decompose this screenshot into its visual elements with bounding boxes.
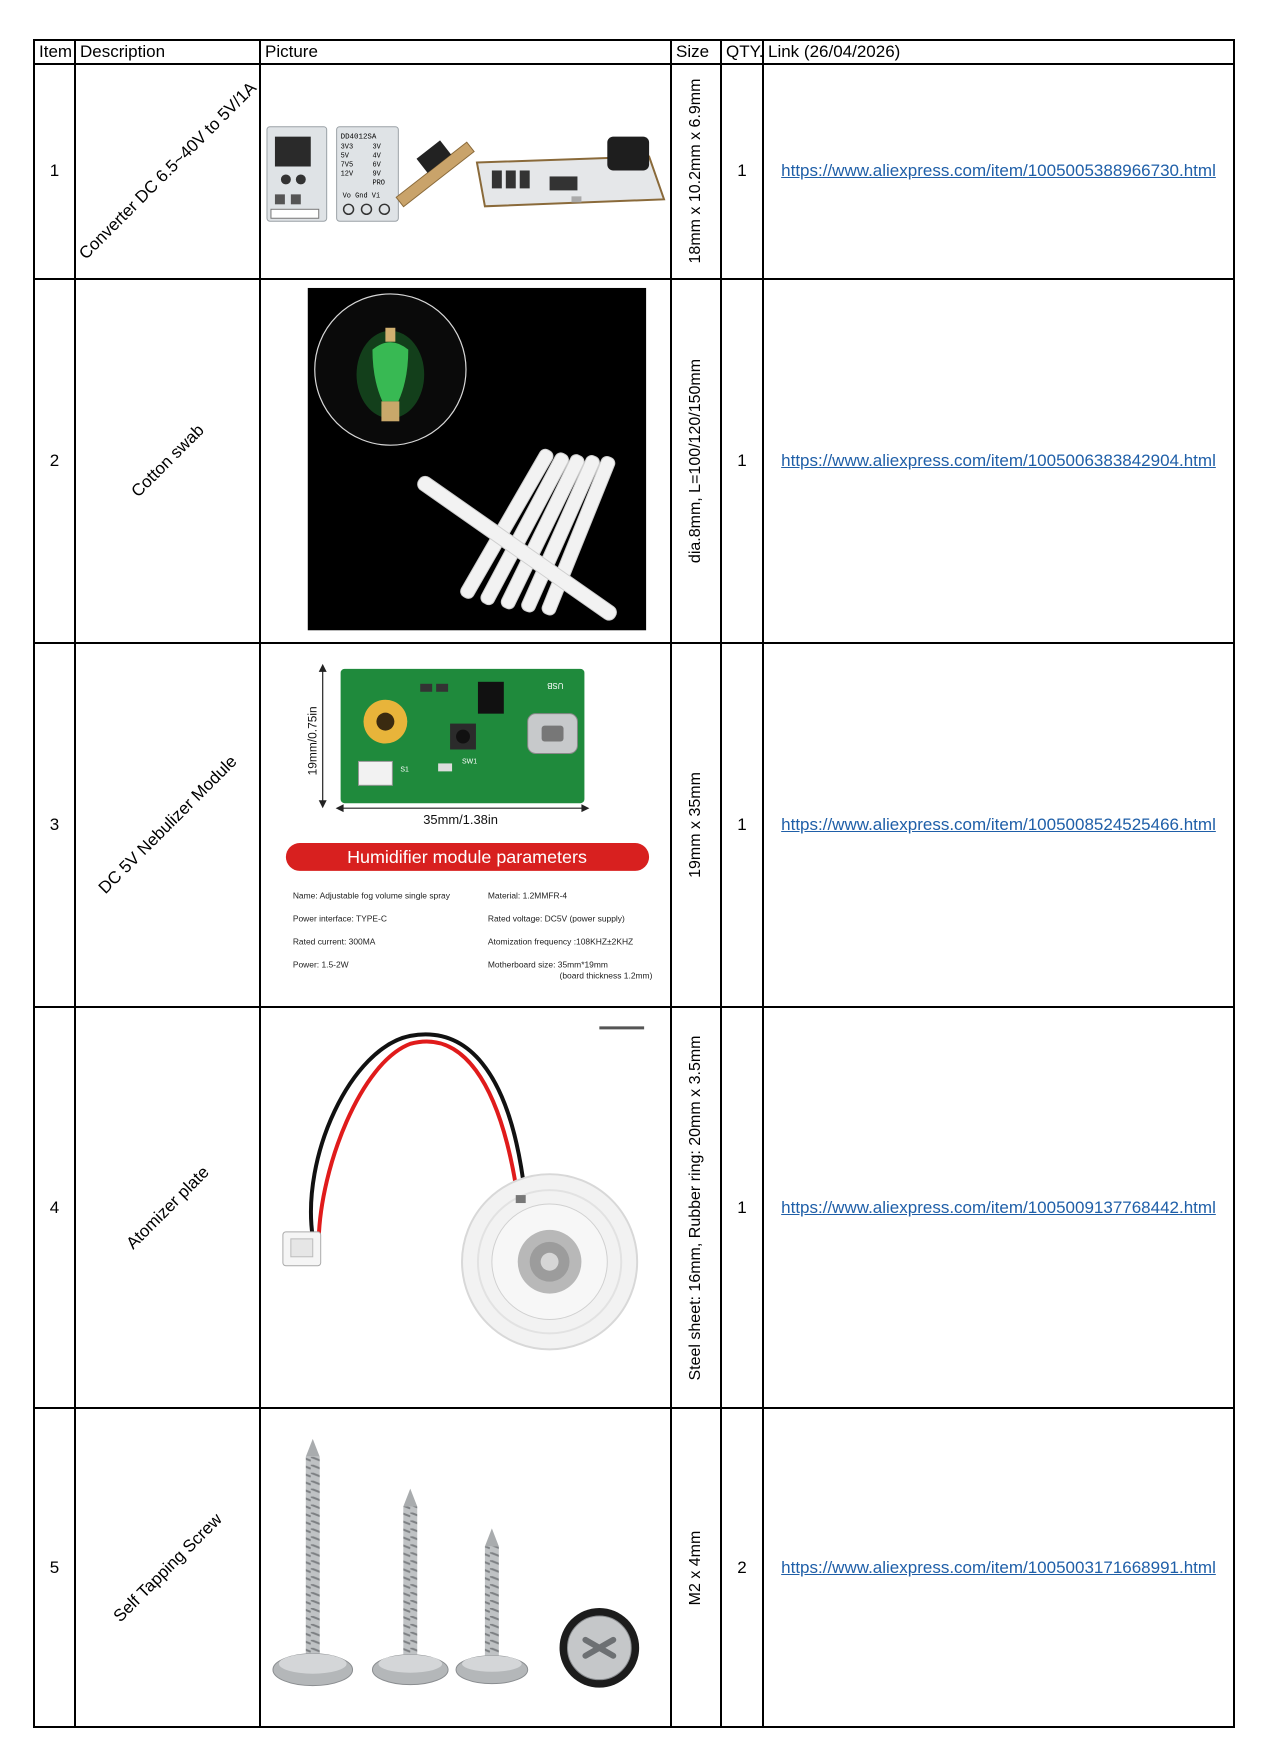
atomizer-plate-icon [282,1026,645,1351]
product-link[interactable]: https://www.aliexpress.com/item/10050091… [781,1197,1216,1217]
item-description: Self Tapping Screw [74,1407,261,1728]
description-text: Cotton swab [127,420,208,501]
bom-table: Item Description Picture Size QTY. Link … [33,39,1235,1728]
spec-right-1: Material: 1.2MMFR-4 [488,891,568,901]
header-link: Link (26/04/2026) [762,39,1235,65]
dim-width-label: 35mm/1.38in [423,812,498,827]
item-qty: 2 [720,1407,764,1728]
spec-left-4: Power: 1.5-2W [293,960,349,970]
item-description: Converter DC 6.5~40V to 5V/1A [74,63,261,280]
item-number: 2 [33,277,76,645]
dim-height-label: 19mm/0.75in [306,707,320,776]
item-picture [259,1407,672,1728]
description-text: Atomizer plate [122,1162,213,1253]
item-picture: DD4012SA 3V3 5V 7V5 12V 3V 4V 6V 9V PRO … [259,63,672,280]
converter-label-3v: 3V [372,144,381,152]
description-text: Self Tapping Screw [109,1509,226,1626]
item-description: Cotton swab [74,277,261,645]
item-picture: USB SW1 S1 19mm/0.75in 35mm/1.38in Humid… [259,642,672,1009]
item-qty: 1 [720,642,764,1009]
item-size: dia.8mm, L=100/120/150mm [670,277,722,645]
converter-label-pins: Vo Gnd Vi [343,192,381,200]
header-picture: Picture [259,39,672,65]
description-text: Converter DC 6.5~40V to 5V/1A [75,78,260,264]
board-label-sw1: SW1 [462,759,477,766]
header-qty: QTY. [720,39,764,65]
table-row: 2 Cotton swab [33,277,1235,645]
banner-text: Humidifier module parameters [347,847,587,867]
size-text: 18mm x 10.2mm x 6.9mm [687,79,704,264]
dc-converter-board-icon: DD4012SA 3V3 5V 7V5 12V 3V 4V 6V 9V PRO … [266,126,666,222]
item-picture [259,1006,672,1410]
size-text: Steel sheet: 16mm, Rubber ring: 20mm x 3… [687,1035,704,1381]
product-link[interactable]: https://www.aliexpress.com/item/10050063… [781,451,1216,471]
converter-label-7v5: 7V5 [341,162,354,170]
item-link-cell: https://www.aliexpress.com/item/10050031… [762,1407,1235,1728]
size-text: 19mm x 35mm [687,772,704,879]
item-size: 18mm x 10.2mm x 6.9mm [670,63,722,280]
converter-label-4v: 4V [372,153,381,161]
spec-right-4: Motherboard size: 35mm*19mm [488,960,608,970]
product-link[interactable]: https://www.aliexpress.com/item/10050085… [781,815,1216,835]
item-number: 3 [33,642,76,1009]
item-link-cell: https://www.aliexpress.com/item/10050063… [762,277,1235,645]
item-link-cell: https://www.aliexpress.com/item/10050091… [762,1006,1235,1410]
self-tapping-screws-icon [272,1439,640,1689]
product-link[interactable]: https://www.aliexpress.com/item/10050031… [781,1557,1216,1577]
table-row: 1 Converter DC 6.5~40V to 5V/1A DD4012SA… [33,63,1235,280]
converter-label-3v3: 3V3 [341,144,354,152]
header-item: Item [33,39,76,65]
cotton-swab-sticks-icon [307,287,647,631]
converter-label-model: DD4012SA [341,134,377,142]
item-size: 19mm x 35mm [670,642,722,1009]
item-size: M2 x 4mm [670,1407,722,1728]
item-qty: 1 [720,63,764,280]
item-qty: 1 [720,277,764,645]
board-label-usb: USB [547,681,563,690]
converter-label-12v: 12V [341,170,354,178]
item-description: DC 5V Nebulizer Module [74,642,261,1009]
product-link[interactable]: https://www.aliexpress.com/item/10050053… [781,161,1216,181]
header-description: Description [74,39,261,65]
spec-right-3: Atomization frequency :108KHZ±2KHZ [488,937,633,947]
item-number: 4 [33,1006,76,1410]
spec-left-2: Power interface: TYPE-C [293,914,387,924]
size-text: M2 x 4mm [687,1530,704,1605]
converter-label-6v: 6V [372,162,381,170]
spec-right-2: Rated voltage: DC5V (power supply) [488,914,625,924]
table-row: 4 Atomizer plate [33,1006,1235,1410]
size-text: dia.8mm, L=100/120/150mm [687,359,704,564]
spec-left-1: Name: Adjustable fog volume single spray [293,891,451,901]
item-number: 5 [33,1407,76,1728]
item-description: Atomizer plate [74,1006,261,1410]
item-number: 1 [33,63,76,280]
header-size: Size [670,39,722,65]
converter-label-5v: 5V [341,153,350,161]
board-label-s1: S1 [400,767,409,774]
header-row: Item Description Picture Size QTY. Link … [33,39,1235,65]
item-qty: 1 [720,1006,764,1410]
item-link-cell: https://www.aliexpress.com/item/10050053… [762,63,1235,280]
item-picture [259,277,672,645]
spec-left-3: Rated current: 300MA [293,937,376,947]
item-size: Steel sheet: 16mm, Rubber ring: 20mm x 3… [670,1006,722,1410]
spec-note: (board thickness 1.2mm) [560,971,653,981]
table-row: 3 DC 5V Nebulizer Module USB [33,642,1235,1009]
table-row: 5 Self Tapping Screw [33,1407,1235,1728]
item-link-cell: https://www.aliexpress.com/item/10050085… [762,642,1235,1009]
converter-label-9v: 9V [372,170,381,178]
nebulizer-module-board-icon: USB SW1 S1 19mm/0.75in 35mm/1.38in Humid… [285,664,653,981]
description-text: DC 5V Nebulizer Module [94,752,241,898]
converter-label-pro: PRO [372,179,385,187]
